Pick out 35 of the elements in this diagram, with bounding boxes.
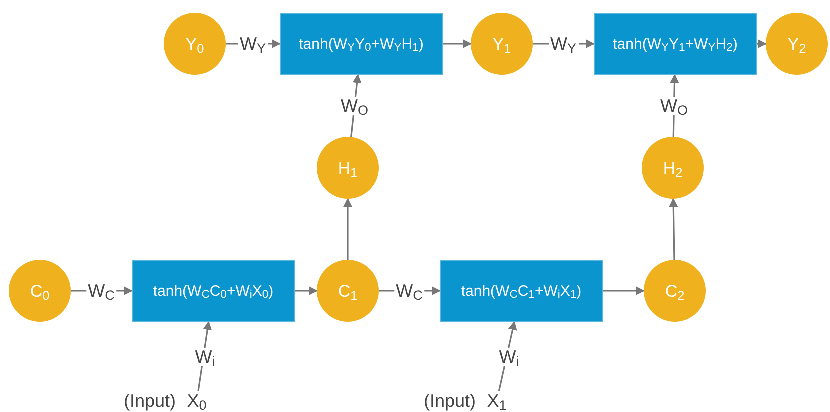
edge-label: W$_{O}$ xyxy=(658,97,690,115)
tanh-box xyxy=(440,260,603,322)
node-text: Y$_{2}$ xyxy=(788,36,806,52)
node-text: tanh(W$_{Y}$Y$_{0}$+W$_{Y}$H$_{1}$) xyxy=(299,36,424,52)
node-caption: (Input) xyxy=(124,392,176,410)
node-text: X$_{0}$ xyxy=(187,392,207,410)
node-text: tanh(W$_{C}$C$_{0}$+W$_{i}$X$_{0}$) xyxy=(153,284,274,298)
node-text: tanh(W$_{Y}$Y$_{1}$+W$_{Y}$H$_{2}$) xyxy=(613,36,738,52)
node-text: H$_{2}$ xyxy=(663,160,683,176)
arrow xyxy=(443,40,472,48)
edge-label: W$_{i}$ xyxy=(193,348,218,366)
node-text: C$_{0}$ xyxy=(30,282,50,300)
arrow xyxy=(198,321,212,392)
node-text: C$_{2}$ xyxy=(665,282,685,300)
node-text: X$_{1}$ xyxy=(487,392,507,410)
tanh-box xyxy=(594,13,757,75)
node-text: tanh(W$_{C}$C$_{1}$+W$_{i}$X$_{1}$) xyxy=(461,284,582,298)
node-text: Y$_{1}$ xyxy=(492,36,512,52)
edge-label: W$_{i}$ xyxy=(497,348,522,366)
edge-label: W$_{Y}$ xyxy=(238,35,268,53)
arrow xyxy=(344,198,352,260)
arrow xyxy=(603,286,645,296)
arrow xyxy=(669,198,678,260)
node-text: H$_{1}$ xyxy=(338,160,358,176)
node-text: C$_{1}$ xyxy=(338,282,358,300)
edge-label: W$_{C}$ xyxy=(86,282,117,300)
arrow xyxy=(295,286,318,296)
node-caption: (Input) xyxy=(424,392,476,410)
tanh-box xyxy=(280,13,443,75)
arrow xyxy=(757,40,767,48)
edge-label: W$_{O}$ xyxy=(339,97,370,115)
edge-label: W$_{Y}$ xyxy=(548,35,578,53)
edge-label: W$_{C}$ xyxy=(394,282,425,300)
tanh-box xyxy=(132,260,295,322)
node-text: Y$_{0}$ xyxy=(186,36,204,52)
